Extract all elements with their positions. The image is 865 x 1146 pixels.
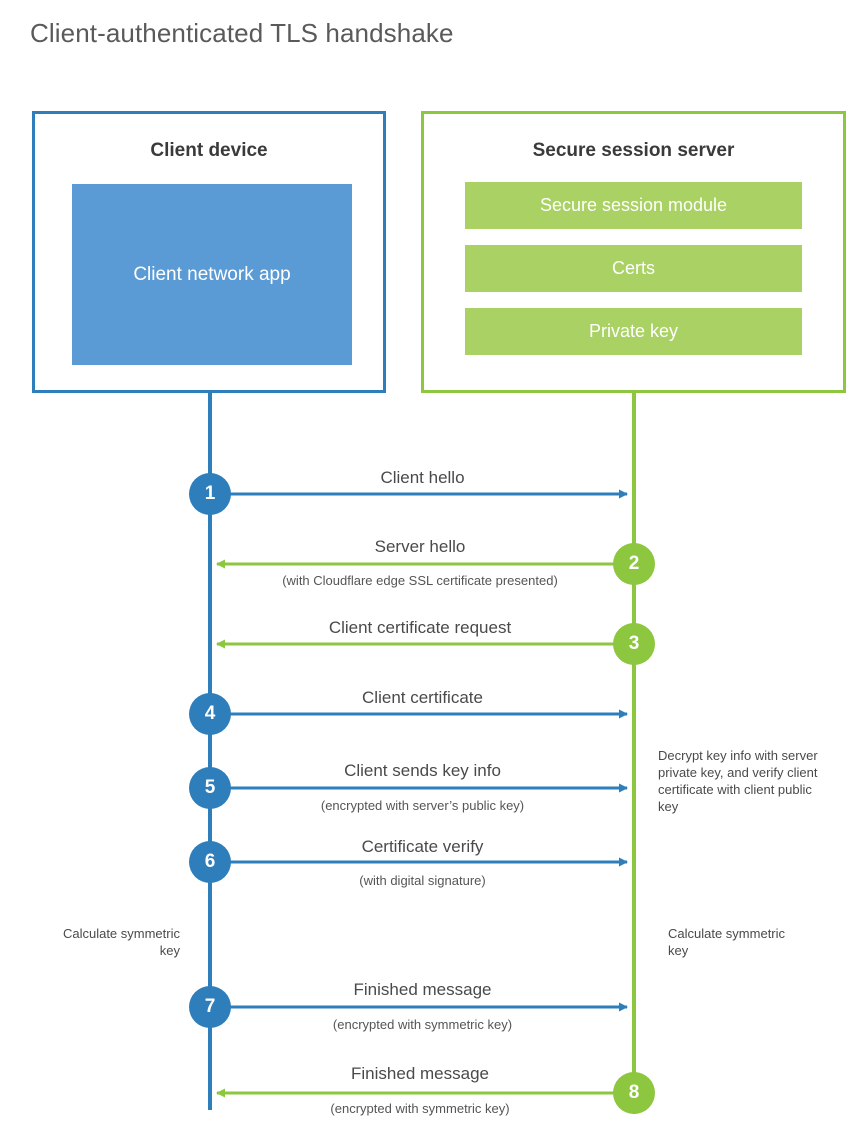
- server-item-certs: Certs: [465, 245, 802, 292]
- step-2-label: Server hello: [374, 537, 466, 556]
- step-circle-2: 2: [613, 543, 655, 585]
- step-8-sublabel: (encrypted with symmetric key): [330, 1101, 510, 1116]
- step-circle-3: 3: [613, 623, 655, 665]
- client-device-box: Client device Client network app: [32, 111, 386, 393]
- step-7-sublabel: (encrypted with symmetric key): [332, 1017, 513, 1032]
- secure-session-server-title: Secure session server: [532, 140, 735, 161]
- step-circle-5: 5: [189, 767, 231, 809]
- step-8-label: Finished message: [351, 1064, 489, 1083]
- step-4-label: Client certificate: [362, 688, 483, 707]
- step-3-label: Client certificate request: [328, 618, 512, 637]
- step-5-label: Client sends key info: [344, 761, 501, 780]
- page-title: Client-authenticated TLS handshake: [30, 18, 454, 48]
- server-decrypt-note: Decrypt key info with server private key…: [658, 748, 818, 814]
- client-calculate-symmetric-key-note: Calculate symmetric key: [62, 926, 180, 958]
- step-7-label: Finished message: [353, 980, 492, 999]
- step-circle-6: 6: [189, 841, 231, 883]
- client-network-app-block: Client network app: [72, 184, 352, 365]
- server-calculate-symmetric-key-note: Calculate symmetric key: [668, 926, 786, 958]
- step-6-sublabel: (with digital signature): [359, 873, 486, 888]
- step-circle-4: 4: [189, 693, 231, 735]
- client-device-title: Client device: [150, 140, 268, 161]
- server-item-private-key: Private key: [465, 308, 802, 355]
- secure-session-server-box: Secure session server Secure session mod…: [421, 111, 846, 393]
- step-1-label: Client hello: [380, 468, 465, 487]
- step-circle-7: 7: [189, 986, 231, 1028]
- step-2-sublabel: (with Cloudflare edge SSL certificate pr…: [282, 573, 558, 588]
- step-5-sublabel: (encrypted with server’s public key): [320, 798, 525, 813]
- step-circle-8: 8: [613, 1072, 655, 1114]
- server-item-secure-session-module: Secure session module: [465, 182, 802, 229]
- step-6-label: Certificate verify: [361, 837, 484, 856]
- step-circle-1: 1: [189, 473, 231, 515]
